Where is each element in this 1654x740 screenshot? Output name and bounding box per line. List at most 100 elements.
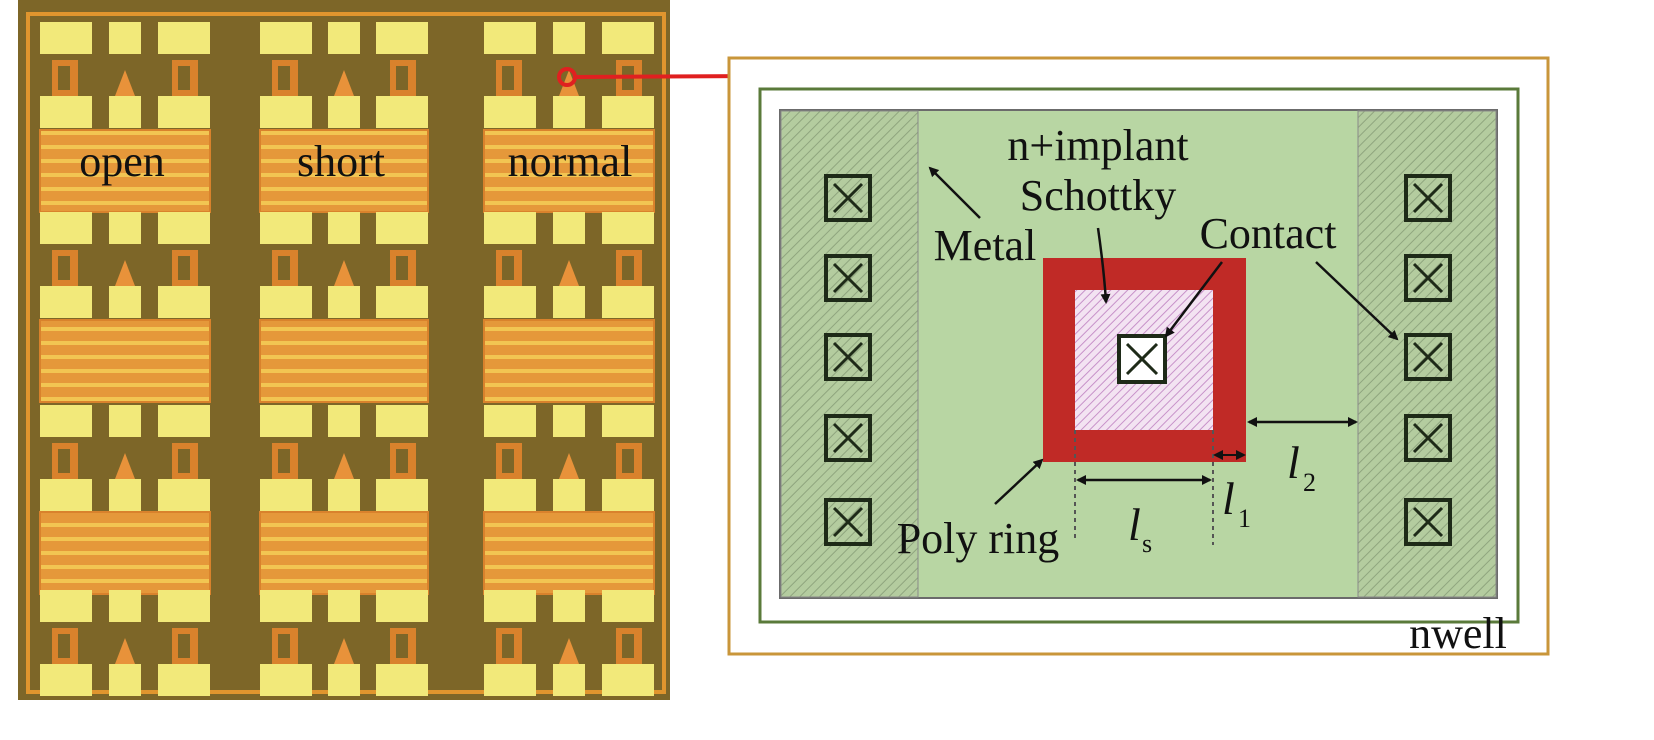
pad [260, 405, 312, 437]
label-n-implant: n+implant [1007, 121, 1188, 170]
pad [328, 286, 360, 318]
pad [109, 664, 141, 696]
pad [602, 405, 654, 437]
pad [553, 664, 585, 696]
pad [484, 479, 536, 511]
contact [824, 174, 872, 222]
contact-box [1404, 333, 1452, 381]
pad [553, 96, 585, 128]
pad [40, 664, 92, 696]
device-right-core [622, 256, 634, 280]
resistor-strip [39, 511, 211, 595]
poly-ring-pointer [994, 458, 1044, 505]
contact [1404, 498, 1452, 546]
pad [376, 286, 428, 318]
contact-box [824, 414, 872, 462]
device-left-core [502, 449, 514, 473]
pad [40, 96, 92, 128]
pad [376, 22, 428, 54]
device-left-core [278, 449, 290, 473]
label-ls: l [1128, 499, 1141, 550]
pad [484, 405, 536, 437]
label-normal: normal [508, 137, 633, 186]
label-l2-sub: 2 [1303, 468, 1316, 497]
pad [40, 212, 92, 244]
chip-cell-grid [39, 22, 655, 696]
pad [328, 212, 360, 244]
pad [553, 590, 585, 622]
contact-box [1404, 174, 1452, 222]
device-right-core [178, 66, 190, 90]
contact-cross [1412, 506, 1444, 538]
pad [553, 405, 585, 437]
pad [553, 22, 585, 54]
device-center [559, 453, 579, 479]
label-short: short [297, 137, 385, 186]
pad [484, 22, 536, 54]
pad [158, 22, 210, 54]
contact-box [824, 498, 872, 546]
center-contact [1117, 334, 1167, 384]
contact [824, 498, 872, 546]
pad [260, 286, 312, 318]
pad [158, 664, 210, 696]
pad [484, 212, 536, 244]
pad [602, 286, 654, 318]
device-right-core [178, 256, 190, 280]
pad [109, 22, 141, 54]
resistor-strip [483, 511, 655, 595]
contact-cross [1412, 341, 1444, 373]
device-left-core [502, 66, 514, 90]
pad [376, 405, 428, 437]
pad [328, 405, 360, 437]
contact-box [824, 174, 872, 222]
device-center [115, 70, 135, 96]
contact-box [824, 333, 872, 381]
label-ls-sub: s [1142, 529, 1152, 558]
device-center [334, 638, 354, 664]
pad [109, 590, 141, 622]
pad [260, 212, 312, 244]
device-left-core [58, 449, 70, 473]
device-left-core [278, 256, 290, 280]
label-metal: Metal [934, 221, 1037, 270]
pad [109, 96, 141, 128]
pad [376, 479, 428, 511]
contact [824, 414, 872, 462]
pad [602, 479, 654, 511]
contact-cross [832, 262, 864, 294]
device-left-core [58, 66, 70, 90]
pad [376, 590, 428, 622]
device-right-core [622, 449, 634, 473]
device-center [334, 260, 354, 286]
device-left-core [278, 634, 290, 658]
contacts-right [1404, 174, 1452, 546]
contact-cross [832, 341, 864, 373]
contact [824, 333, 872, 381]
device-right-core [178, 634, 190, 658]
device-center [559, 638, 579, 664]
resistor-strip [259, 129, 429, 213]
device-center [334, 453, 354, 479]
pad [328, 22, 360, 54]
pad [602, 590, 654, 622]
device-left-core [502, 634, 514, 658]
resistor-strip [39, 319, 211, 403]
pad [109, 286, 141, 318]
resistor-strip [259, 319, 429, 403]
contact-cross [832, 506, 864, 538]
pad [109, 405, 141, 437]
contact-box [1404, 414, 1452, 462]
device-center [115, 453, 135, 479]
device-right-core [396, 66, 408, 90]
pad [553, 479, 585, 511]
pad [376, 212, 428, 244]
pad [484, 664, 536, 696]
pad [260, 96, 312, 128]
label-l1: l [1222, 473, 1235, 524]
pad [158, 286, 210, 318]
contact-pointer-right [1315, 261, 1399, 341]
pad [484, 590, 536, 622]
pad [602, 96, 654, 128]
